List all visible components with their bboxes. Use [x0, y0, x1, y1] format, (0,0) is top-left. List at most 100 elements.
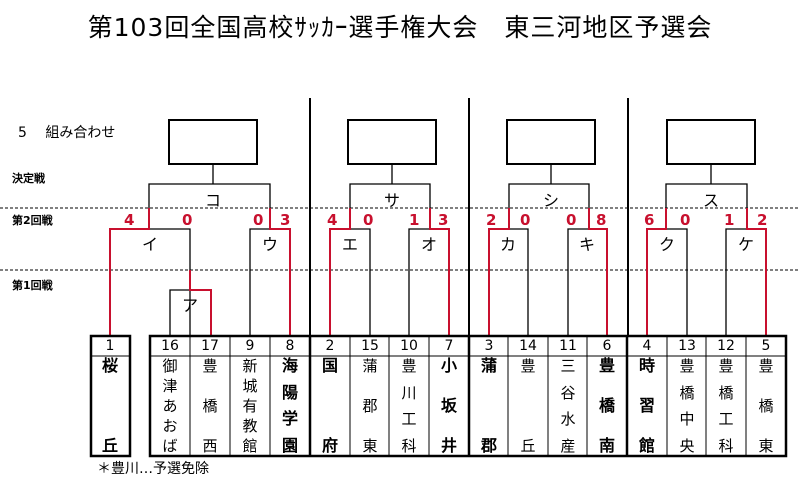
team-name-char: 南: [598, 436, 615, 455]
team-name-char: 豊: [202, 357, 218, 375]
team-name: 三谷水産: [558, 358, 578, 454]
score-o-right: 3: [438, 211, 449, 229]
team-name-char: 坂: [440, 396, 457, 415]
team-name-char: 時: [638, 356, 655, 375]
team-seed: 16: [161, 338, 179, 354]
team-name-char: 科: [718, 436, 734, 455]
team-name-char: 国: [321, 356, 338, 375]
team-seed: 3: [484, 338, 494, 354]
team-name-char: 東: [362, 437, 378, 455]
winner-box-3: [506, 119, 596, 165]
team-name-char: 府: [321, 436, 338, 455]
score-ka-left: 2: [486, 211, 497, 229]
team-name-char: 東: [758, 437, 774, 455]
team-name-char: ば: [162, 437, 178, 455]
score-i-right: 0: [182, 211, 193, 229]
round-label-final: 決定戦: [12, 172, 45, 185]
team-name-char: 有: [242, 397, 258, 415]
team-name-char: 丘: [520, 437, 536, 455]
team-name: 御津あおば: [160, 358, 180, 454]
page-title: 第103回全国高校ｻｯｶｰ選手権大会 東三河地区予選会: [87, 13, 713, 42]
team-name-char: 央: [679, 436, 695, 455]
team-name-char: 橋: [758, 397, 774, 415]
round-label-round2: 第2回戦: [12, 214, 53, 227]
team-name-char: 豊: [679, 357, 695, 375]
team-name-char: 豊: [718, 357, 734, 375]
team-name-char: 西: [202, 437, 218, 455]
team-name-char: 谷: [560, 383, 576, 402]
match-label-e: エ: [341, 235, 358, 254]
team-name: 豊橋工科: [716, 358, 736, 454]
match-label-ko: コ: [204, 191, 221, 210]
team-seed: 11: [559, 338, 577, 354]
team-name-char: 蒲: [480, 356, 497, 375]
team-seed: 9: [245, 338, 255, 354]
team-seed: 13: [678, 338, 696, 354]
match-label-i: イ: [141, 235, 158, 254]
match-label-ku: ク: [658, 235, 675, 254]
team-name-char: 館: [638, 436, 655, 455]
team-name-char: 井: [440, 436, 457, 455]
score-u-right: 3: [280, 211, 291, 229]
team-name-char: 三: [560, 357, 576, 375]
team-seed: 8: [285, 338, 295, 354]
team-name-char: 工: [718, 410, 734, 429]
team-name-char: 豊: [520, 357, 536, 375]
team-name-char: 御: [162, 357, 178, 375]
match-label-sa: サ: [383, 191, 400, 210]
team-seed: 6: [602, 338, 612, 354]
team-name-char: 海: [281, 356, 298, 375]
team-name-char: 園: [281, 435, 298, 455]
score-u-left: 0: [253, 211, 264, 229]
team-name: 時習館: [637, 358, 657, 454]
match-label-o: オ: [420, 235, 437, 254]
team-name-char: お: [162, 417, 178, 435]
team-name: 豊橋南: [597, 358, 617, 454]
team-seed: 10: [400, 338, 418, 354]
team-name-char: 橋: [718, 383, 734, 402]
team-name-char: 津: [162, 377, 178, 395]
team-name: 小坂井: [439, 358, 459, 454]
team-name-char: 川: [401, 383, 417, 402]
team-seed: 15: [361, 338, 379, 354]
score-e-right: 0: [363, 211, 374, 229]
score-ke-right: 2: [757, 211, 768, 229]
team-seed: 1: [105, 338, 115, 354]
team-name-char: あ: [162, 397, 178, 415]
team-name-char: 学: [281, 409, 298, 429]
team-name-char: 陽: [281, 382, 298, 402]
team-name-char: 桜: [101, 356, 118, 375]
team-name-char: 科: [401, 436, 417, 455]
team-seed: 12: [717, 338, 735, 354]
score-ka-right: 0: [520, 211, 531, 229]
team-seed: 2: [325, 338, 335, 354]
match-label-shi: シ: [542, 191, 559, 210]
team-name-char: 産: [560, 436, 576, 455]
team-name: 蒲郡東: [360, 358, 380, 454]
team-table: [89, 334, 788, 458]
team-name: 豊川工科: [399, 358, 419, 454]
team-name-char: 橋: [679, 383, 695, 402]
team-name-char: 郡: [480, 436, 497, 455]
team-name-char: 豊: [401, 357, 417, 375]
winner-box-2: [347, 119, 437, 165]
team-name-char: 習: [638, 396, 655, 415]
team-name-char: 郡: [362, 397, 378, 415]
score-i-left: 4: [124, 211, 135, 229]
team-seed: 7: [444, 338, 454, 354]
subtitle: 5 組み合わせ: [18, 125, 116, 141]
score-e-left: 4: [327, 211, 338, 229]
team-name-char: 豊: [598, 356, 615, 375]
winner-box-1: [168, 119, 258, 165]
winner-paths: [109, 208, 767, 336]
score-ki-left: 0: [566, 211, 577, 229]
team-name-char: 蒲: [362, 357, 378, 375]
score-ke-left: 1: [724, 211, 735, 229]
team-seed: 5: [761, 338, 771, 354]
team-seed: 17: [201, 338, 219, 354]
match-label-a: ア: [181, 296, 198, 315]
match-label-ki: キ: [578, 235, 595, 254]
match-label-ke: ケ: [737, 235, 754, 254]
team-name-char: 橋: [202, 397, 218, 415]
team-name: 豊丘: [518, 358, 538, 454]
